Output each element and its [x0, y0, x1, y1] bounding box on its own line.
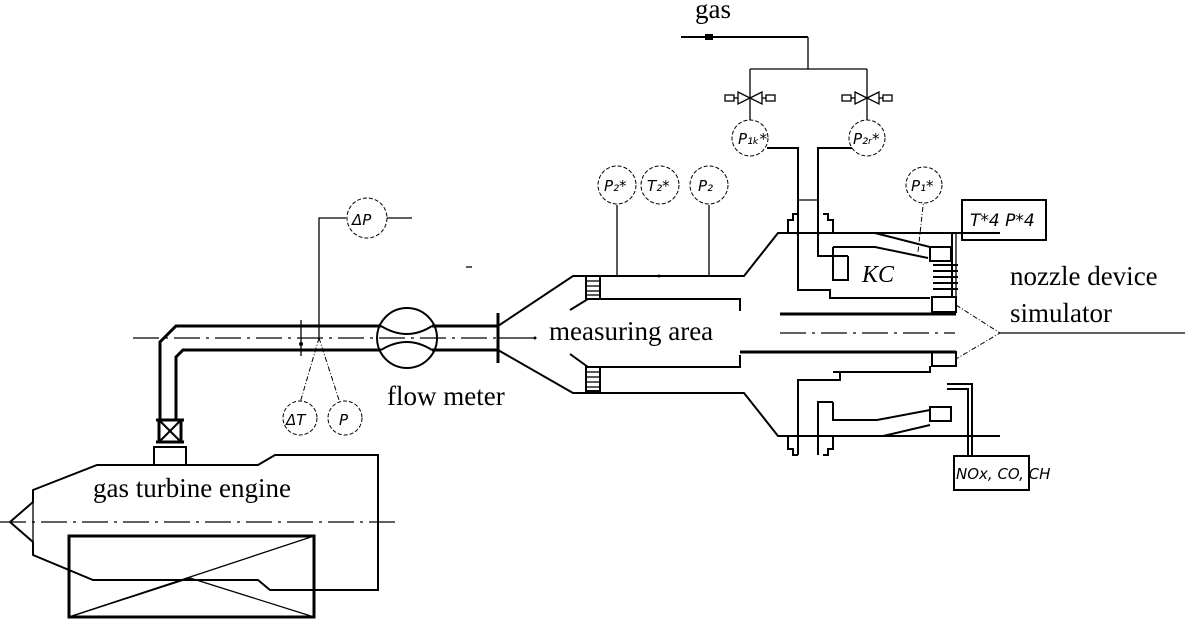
emissions-box: NOx, CO, CH	[953, 455, 1050, 491]
svg-text:P₂: P₂	[698, 177, 713, 195]
p1-leader	[917, 196, 925, 253]
gauge-delta-t: ΔT	[282, 400, 318, 436]
nozzle-cone	[955, 304, 1001, 360]
flow-arrow-icon	[705, 34, 713, 40]
nozzle-label-line2: simulator	[1010, 298, 1112, 328]
outlet-params-box: T*4 P*4	[961, 199, 1047, 241]
measuring-section	[496, 232, 1000, 437]
measuring-area-label: measuring area	[549, 316, 713, 346]
svg-text:ΔT: ΔT	[285, 411, 307, 429]
svg-text:P₁*: P₁*	[911, 177, 934, 195]
valve-icon	[724, 90, 776, 106]
delta-p-tap	[318, 217, 346, 338]
engine-label: gas turbine engine	[93, 473, 291, 503]
gauge-p2: P₂	[689, 165, 729, 205]
gauge-t2-star: T₂*	[640, 165, 680, 205]
sensor-leaders	[299, 337, 341, 404]
svg-text:ΔP: ΔP	[351, 211, 372, 229]
flow-meter	[376, 307, 438, 369]
emissions-probe	[947, 383, 973, 456]
flow-meter-label: flow meter	[387, 381, 505, 411]
nozzle-label-line1: nozzle device	[1010, 261, 1158, 291]
svg-text:NOx, CO, CH: NOx, CO, CH	[956, 465, 1050, 483]
svg-text:T₂*: T₂*	[647, 177, 670, 195]
svg-text:P₂ᵣ*: P₂ᵣ*	[853, 130, 880, 148]
combustion-chamber	[740, 199, 958, 456]
gauge-p1k-star: P₁ₖ*	[731, 119, 769, 157]
gauge-p: P	[327, 400, 363, 436]
gas-turbine-engine	[9, 418, 379, 619]
svg-text:P₁ₖ*: P₁ₖ*	[738, 130, 767, 148]
gauge-delta-p: ΔP	[346, 197, 388, 239]
flow-straightener-top	[585, 275, 601, 300]
gauge-p2r-star: P₂ᵣ*	[848, 119, 886, 157]
svg-text:T*4 P*4: T*4 P*4	[970, 211, 1035, 231]
combustion-chamber-label: KC	[861, 262, 895, 288]
gas-label: gas	[695, 0, 731, 24]
svg-text:P: P	[339, 411, 349, 429]
air-pipe	[158, 320, 498, 420]
valve-icon	[841, 90, 893, 106]
svg-text:P₂*: P₂*	[604, 177, 627, 195]
gauge-p1-star: P₁*	[905, 166, 943, 204]
gauge-p2-star: P₂*	[597, 165, 637, 205]
gas-supply-line	[681, 34, 868, 120]
flow-straightener-bottom	[585, 366, 601, 392]
